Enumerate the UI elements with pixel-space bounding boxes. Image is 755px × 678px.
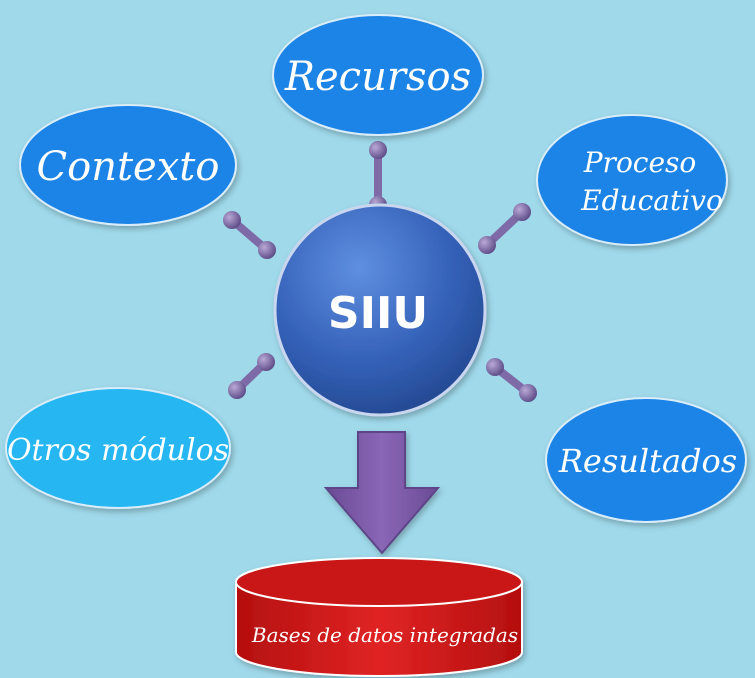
- connector-proceso-educativo: [478, 203, 531, 254]
- connector-otros-modulos: [228, 353, 275, 399]
- hub-label: SIIU: [328, 288, 428, 339]
- module-resultados: Resultados: [545, 397, 747, 523]
- module-proceso-educativo-label-2: Educativo: [580, 184, 723, 217]
- module-contexto-label: Contexto: [37, 144, 220, 190]
- connector-contexto: [223, 211, 276, 259]
- module-resultados-label: Resultados: [558, 442, 737, 480]
- module-recursos-label: Recursos: [284, 54, 471, 100]
- database-label: Bases de datos integradas: [251, 623, 518, 647]
- database-cylinder: Bases de datos integradas: [235, 557, 523, 677]
- module-proceso-educativo: Proceso Educativo: [536, 114, 728, 246]
- connector-resultados: [486, 358, 537, 402]
- arrow-down: [323, 431, 441, 555]
- module-otros-modulos: Otros módulos: [5, 387, 231, 509]
- module-otros-modulos-label: Otros módulos: [7, 433, 229, 468]
- module-contexto: Contexto: [19, 104, 237, 226]
- hub-siiu: SIIU: [273, 203, 487, 417]
- module-proceso-educativo-label-1: Proceso: [583, 146, 697, 179]
- connector-recursos: [369, 141, 387, 214]
- module-recursos: Recursos: [272, 14, 484, 136]
